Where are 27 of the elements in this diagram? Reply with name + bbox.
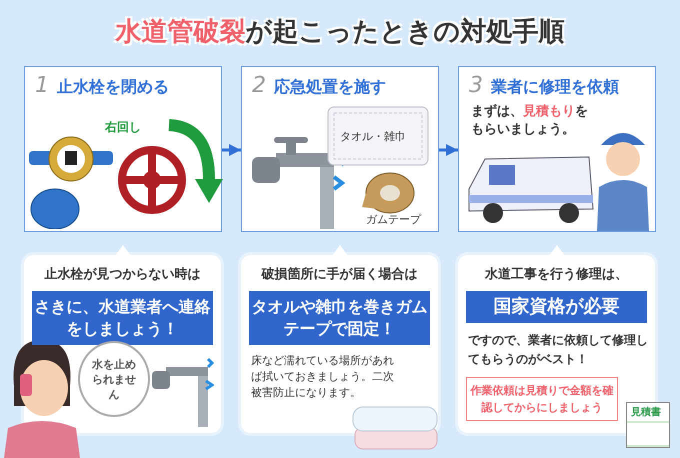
instruction-text: まずは、見積もりをもらいましょう。 <box>471 103 589 139</box>
step-number: 1 <box>35 73 49 98</box>
highlight-banner: さきに、水道業者へ連絡をしましょう！ <box>32 291 213 345</box>
title: 水道管破裂が起こったときの対処手順 <box>114 16 566 49</box>
arrow <box>439 144 458 156</box>
step-panel <box>24 66 222 232</box>
arrow <box>222 144 241 156</box>
notice-box: 作業依頼は見積りで金額を確認してからにしましょう <box>466 377 618 421</box>
step-number: 2 <box>252 73 266 98</box>
step-number: 3 <box>469 73 483 98</box>
tape-label: ガムテープ <box>366 212 421 227</box>
step-heading: 業者に修理を依頼 <box>491 77 619 98</box>
towel-label: タオル・雑巾 <box>340 129 406 144</box>
step-heading: 応急処置を施す <box>274 77 386 98</box>
highlight-banner: 国家資格が必要 <box>466 291 647 323</box>
speech-bubble: 水を止められません <box>78 341 150 417</box>
card-heading: 破損箇所に手が届く場合は <box>260 266 418 283</box>
highlight-banner: タオルや雑巾を巻きガムテープで固定！ <box>249 291 430 345</box>
step-heading: 止水栓を閉める <box>57 77 169 98</box>
step-panel <box>458 66 656 232</box>
body-text: ですので、業者に依頼して修理してもらうのがベスト！ <box>468 332 648 368</box>
card-heading: 水道工事を行う修理は、 <box>484 266 629 283</box>
estimate-document: 見積書 <box>626 402 670 448</box>
body-text: 床など濡れている場所があれば拭いておきましょう。二次被害防止になります。 <box>251 353 395 401</box>
step-panel <box>241 66 439 232</box>
card-heading: 止水栓が見つからない時は <box>44 266 202 283</box>
annotation-label: 右回し <box>105 119 141 136</box>
